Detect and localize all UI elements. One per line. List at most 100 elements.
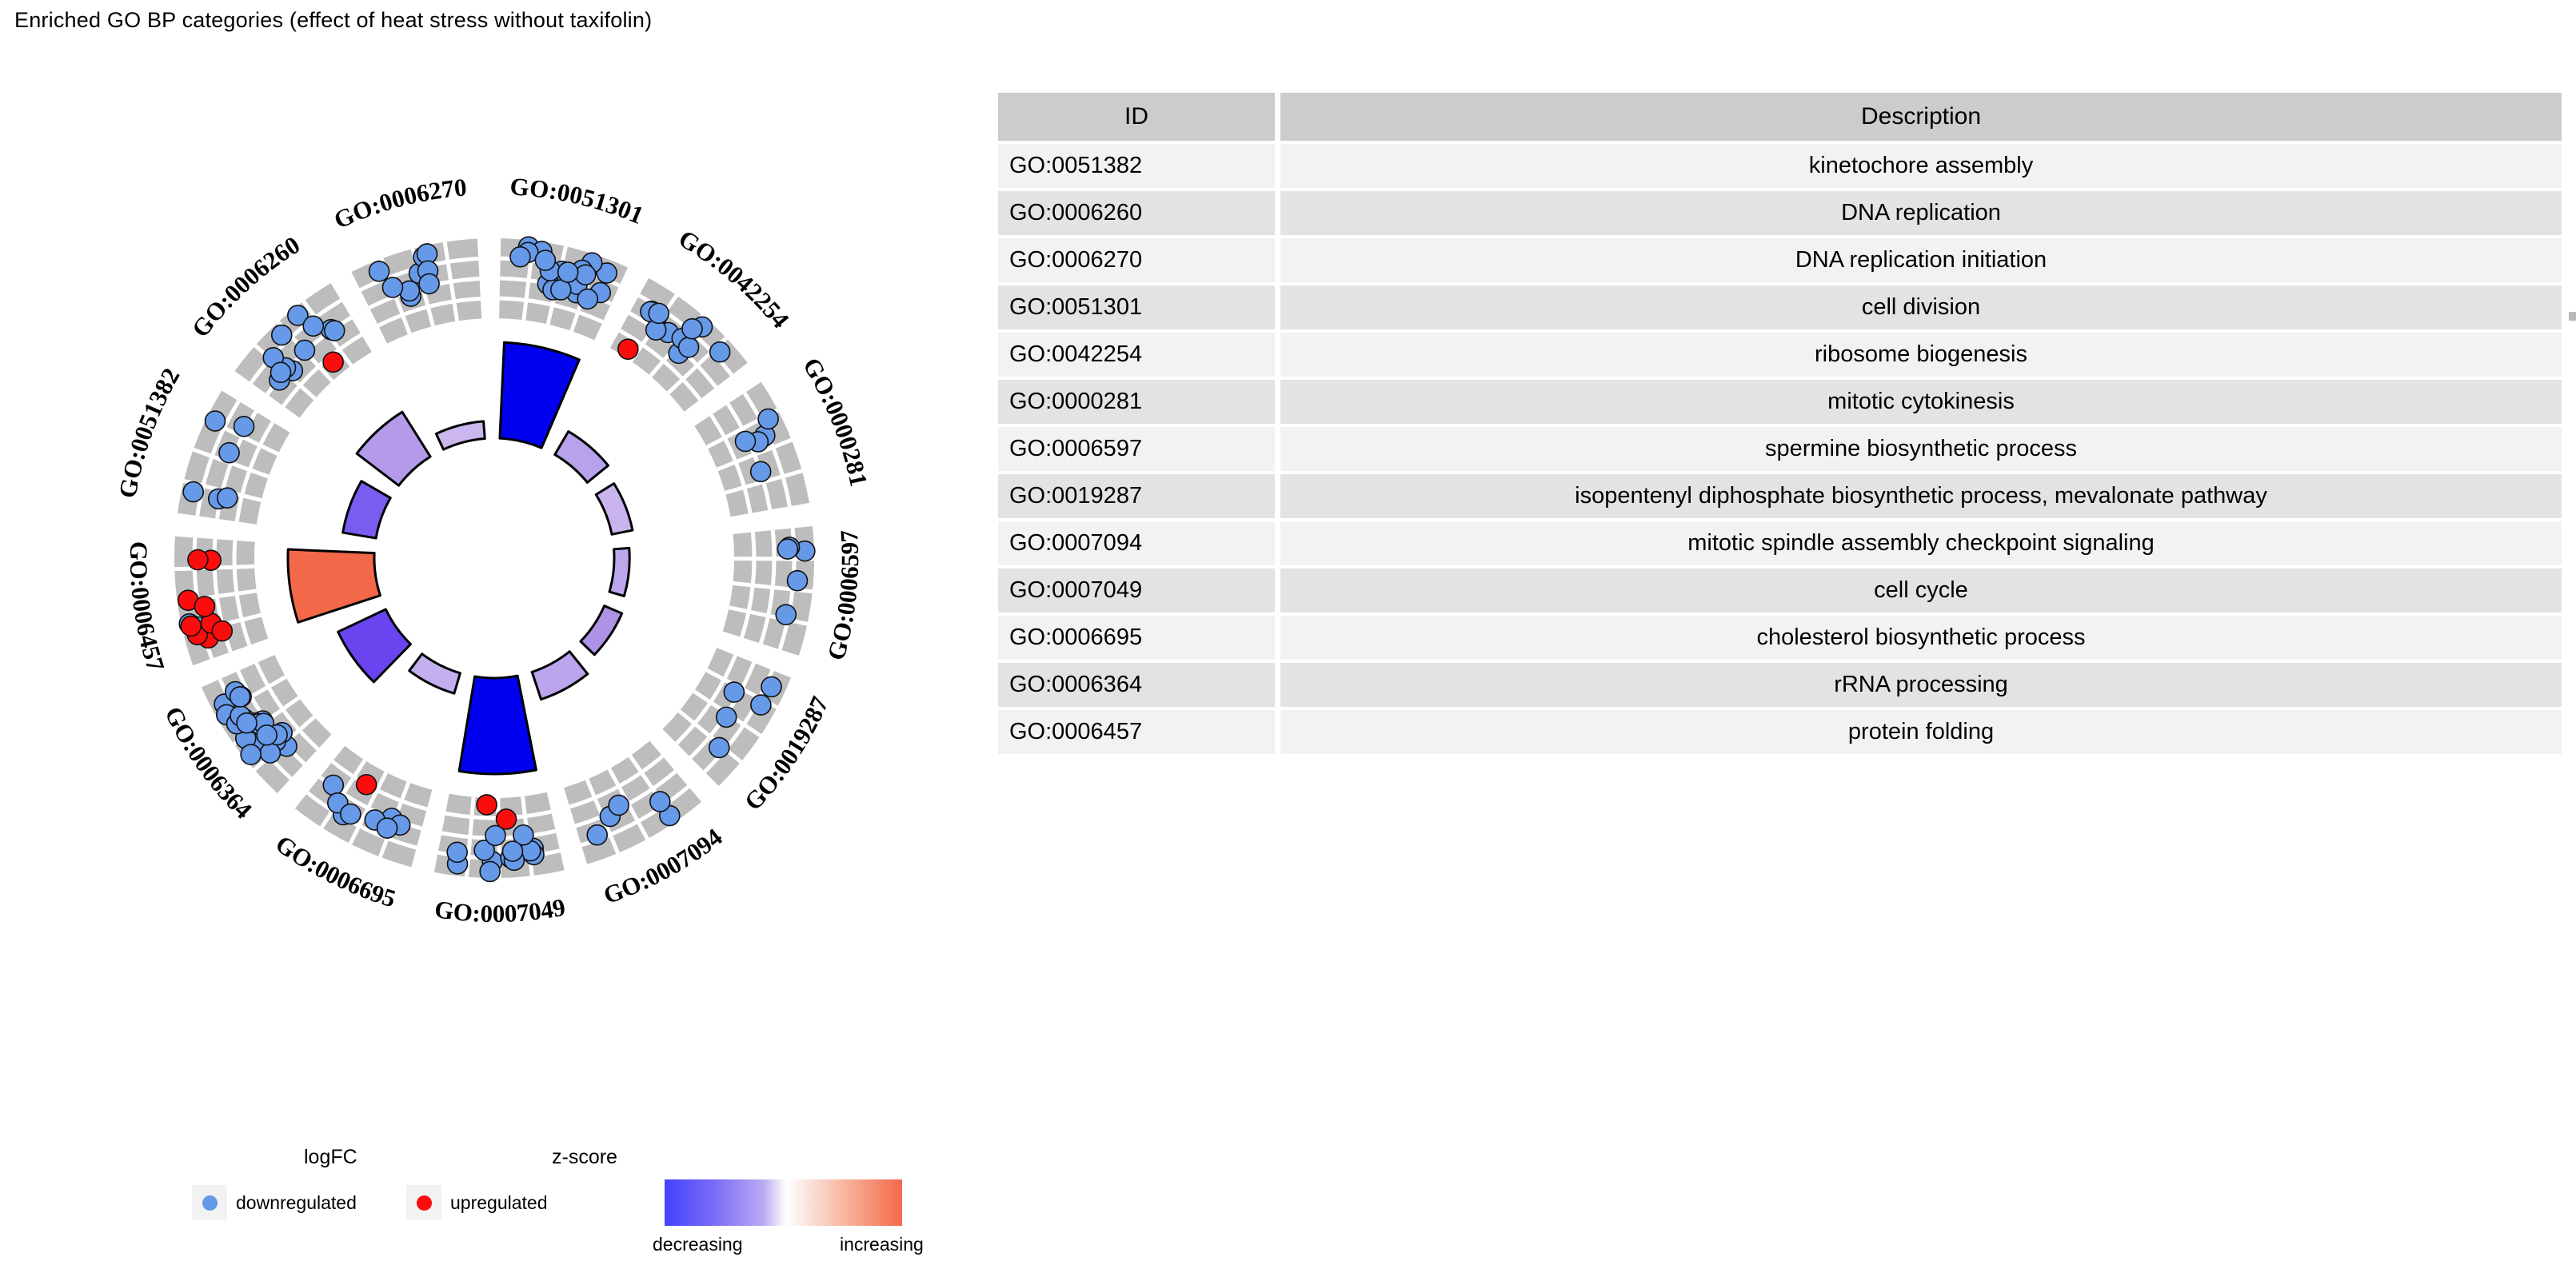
zscore-bar-sector [553,430,609,484]
logfc-point-up [476,794,497,816]
logfc-point-down [534,249,557,271]
logfc-point-up [495,808,517,830]
plot-legend: logFC z-score downregulated upregulated … [192,1139,976,1271]
logfc-point-down [446,841,468,864]
logfc-point-down [322,774,345,796]
logfc-point-down [229,686,251,708]
upregulated-label: upregulated [450,1191,548,1213]
logfc-point-down [681,317,703,340]
logfc-point-down [501,840,524,862]
cell-go-id: GO:0006597 [998,427,1280,471]
logfc-point-down [270,361,292,384]
logfc-point-down [723,681,745,703]
logfc-point-down [677,337,700,358]
cell-description: rRNA processing [1280,663,2562,707]
logfc-point-down [233,415,255,437]
logfc-point-down [761,676,782,698]
sector-label-GO-0000281: GO:0000281 [797,353,873,489]
scrollbar-nub[interactable] [2569,312,2576,321]
logfc-point-down [381,277,404,298]
cell-description: mitotic spindle assembly checkpoint sign… [1280,521,2562,565]
sector-label-GO-0051382: GO:0051382 [113,363,185,500]
cell-description: DNA replication initiation [1280,238,2562,282]
logfc-point-up [355,773,377,796]
sector-label-GO-0006270: GO:0006270 [329,173,468,234]
logfc-point-down [596,262,617,284]
cell-go-id: GO:0006364 [998,663,1280,707]
zscore-bar-sector [530,650,589,701]
cell-description: mitotic cytokinesis [1280,380,2562,424]
outer-ring-separator [348,771,389,845]
cell-description: spermine biosynthetic process [1280,427,2562,471]
cell-go-id: GO:0007094 [998,521,1280,565]
logfc-point-down [287,305,309,326]
logfc-point-down [240,744,262,765]
cell-go-id: GO:0051382 [998,144,1280,188]
cell-go-id: GO:0007049 [998,569,1280,613]
zscore-bar-sector [286,548,381,624]
zscore-bar-sector [579,605,624,656]
logfc-point-down [586,824,609,846]
down-dot-icon [202,1195,218,1211]
cell-description: DNA replication [1280,191,2562,235]
logfc-point-down [376,817,398,839]
legend-item-downregulated: downregulated [192,1185,357,1220]
downregulated-swatch [192,1185,227,1220]
page-title: Enriched GO BP categories (effect of hea… [14,8,653,32]
logfc-point-down [236,712,258,734]
logfc-point-down [775,604,797,625]
outer-ring-separator [442,241,460,321]
column-header-description: Description [1280,93,2562,141]
logfc-point-down [216,487,238,509]
logfc-point-down [757,408,779,430]
logfc-point-down [302,315,325,337]
zscore-bar-sector [434,420,486,451]
logfc-point-down [340,803,361,825]
logfc-point-down [509,245,531,268]
sector-label-GO-0006597: GO:0006597 [821,529,864,664]
zscore-bar-sector [337,608,412,684]
outer-ring-separator [320,759,367,829]
logfc-point-down [734,430,757,453]
zscore-bar-sector [498,341,581,449]
logfc-point-up [194,596,216,617]
logfc-legend-title: logFC [304,1146,357,1168]
cell-go-id: GO:0006695 [998,616,1280,660]
cell-go-id: GO:0000281 [998,380,1280,424]
cell-go-id: GO:0042254 [998,333,1280,377]
logfc-point-down [786,569,809,592]
logfc-point-down [270,324,293,346]
zscore-bar-sector [408,652,461,695]
sector-label-GO-0051301: GO:0051301 [509,172,648,229]
logfc-point-down [715,706,737,728]
column-header-id: ID [998,93,1280,141]
logfc-point-down [513,824,534,846]
zscore-colorbar-tick [662,1179,665,1226]
logfc-point-down [749,461,772,483]
logfc-point-up [211,620,234,642]
logfc-point-down [557,261,579,283]
zscore-bar-sector [608,546,631,597]
logfc-point-down [368,261,390,282]
logfc-point-down [182,481,204,503]
logfc-point-down [473,840,495,861]
logfc-point-down [485,824,506,847]
logfc-point-down [204,410,226,432]
cell-go-id: GO:0019287 [998,474,1280,518]
logfc-point-down [608,794,629,816]
logfc-point-down [259,742,282,764]
